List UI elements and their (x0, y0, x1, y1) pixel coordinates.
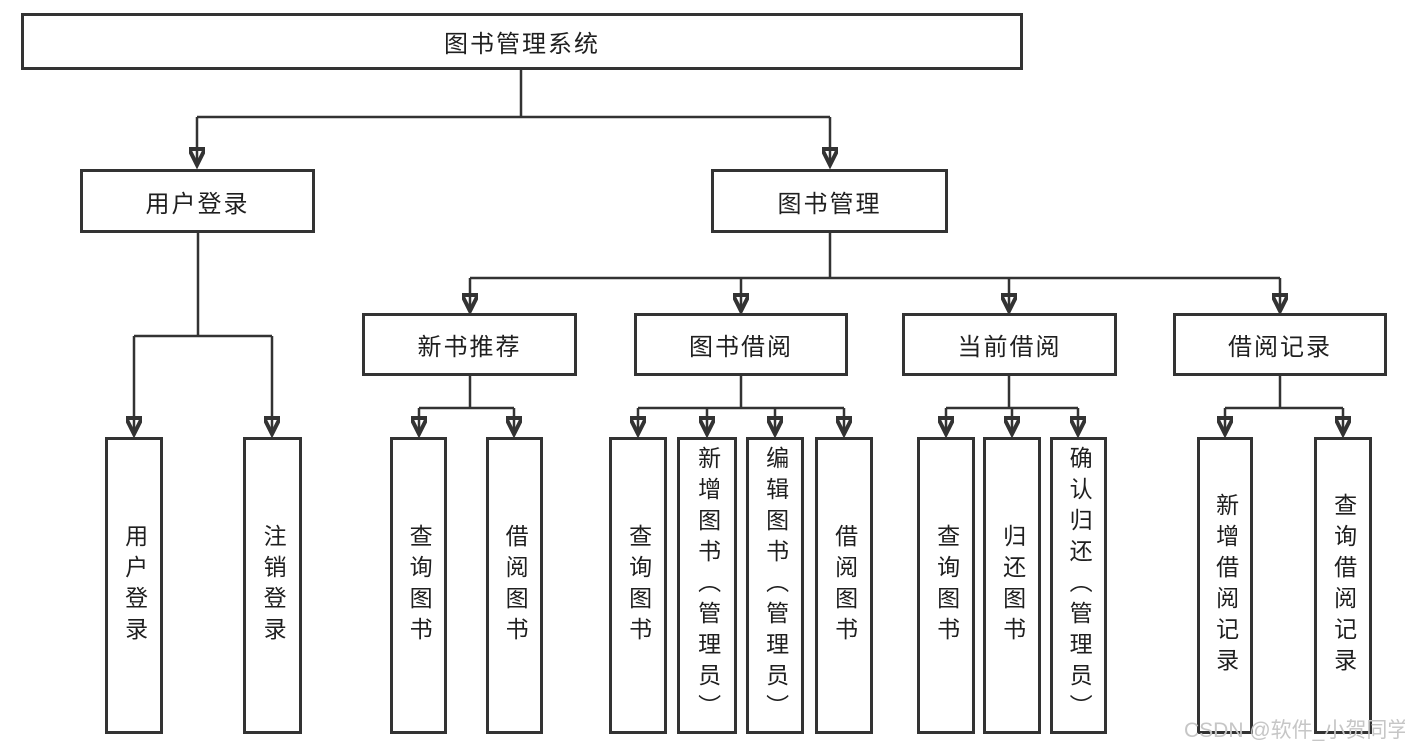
node-label: 新增图书（管理员） (694, 446, 721, 725)
node-new-book-recommend: 新书推荐 (362, 313, 577, 376)
node-label: 借阅记录 (1228, 334, 1332, 361)
node-label: 借阅图书 (831, 523, 858, 648)
node-label: 新书推荐 (417, 334, 522, 361)
node-label: 用户登录 (121, 523, 148, 648)
leaf-logout-login: 注销登录 (243, 437, 302, 734)
node-label: 当前借阅 (957, 334, 1062, 361)
node-current-borrow: 当前借阅 (902, 313, 1117, 376)
node-label: 查询图书 (406, 523, 433, 648)
node-label: 确认归还（管理员） (1066, 446, 1093, 725)
leaf-user-login: 用户登录 (105, 437, 163, 734)
node-label: 查询借阅记录 (1330, 492, 1357, 679)
node-user-login: 用户登录 (80, 169, 315, 233)
leaf-add-borrow-record: 新增借阅记录 (1197, 437, 1253, 734)
node-label: 图书管理系统 (444, 31, 600, 58)
node-label: 用户登录 (145, 190, 250, 218)
node-book-management: 图书管理 (711, 169, 948, 233)
leaf-query-books-borrow: 查询图书 (609, 437, 667, 734)
leaf-borrow-books-borrow: 借阅图书 (815, 437, 873, 734)
node-borrow-records: 借阅记录 (1173, 313, 1387, 376)
node-label: 图书借阅 (689, 334, 793, 361)
node-label: 图书管理 (777, 190, 882, 218)
node-label: 注销登录 (260, 523, 287, 648)
leaf-return-books: 归还图书 (983, 437, 1041, 734)
node-label: 借阅图书 (502, 523, 529, 648)
csdn-watermark: CSDN @软件_小贺同学 (1184, 719, 1405, 742)
node-book-borrow: 图书借阅 (634, 313, 848, 376)
leaf-query-books-current: 查询图书 (917, 437, 975, 734)
node-label: 查询图书 (625, 523, 652, 648)
leaf-query-borrow-record: 查询借阅记录 (1314, 437, 1372, 734)
node-label: 新增借阅记录 (1212, 492, 1239, 679)
node-label: 归还图书 (999, 523, 1026, 648)
leaf-add-book-admin: 新增图书（管理员） (677, 437, 737, 734)
node-root: 图书管理系统 (21, 13, 1023, 70)
node-label: 编辑图书（管理员） (762, 446, 789, 725)
leaf-borrow-books-recommend: 借阅图书 (486, 437, 543, 734)
leaf-query-books-recommend: 查询图书 (390, 437, 447, 734)
leaf-edit-book-admin: 编辑图书（管理员） (746, 437, 804, 734)
leaf-confirm-return-admin: 确认归还（管理员） (1050, 437, 1107, 734)
node-label: 查询图书 (933, 523, 960, 648)
